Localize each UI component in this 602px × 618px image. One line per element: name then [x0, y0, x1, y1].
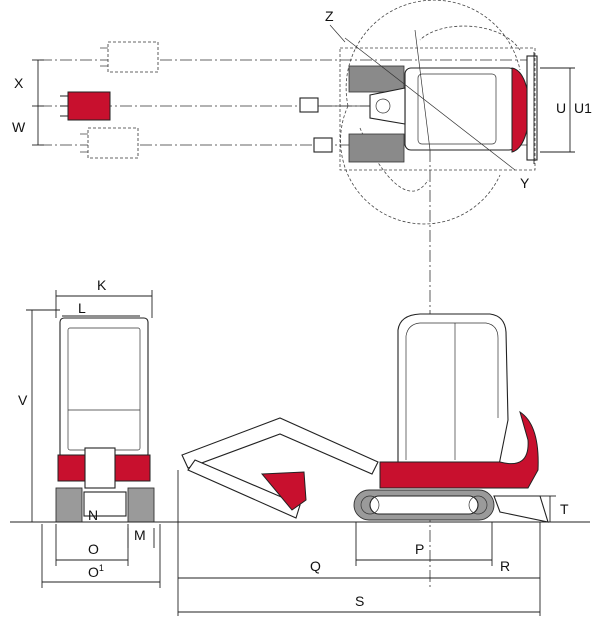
label-v: V — [18, 392, 28, 408]
swing-arc-bottom — [340, 105, 501, 225]
label-n: N — [88, 507, 98, 523]
z-leader — [329, 24, 346, 43]
front-cab — [59, 317, 149, 459]
label-r: R — [500, 558, 510, 574]
swing-line-vertical — [414, 29, 431, 151]
side-view — [177, 313, 556, 616]
front-view — [26, 290, 161, 588]
undercarriage-outline — [339, 47, 536, 171]
side-dozer-blade — [493, 495, 549, 523]
front-track-left — [55, 487, 83, 523]
label-u1: U1 — [574, 100, 592, 116]
front-boom-mount — [84, 447, 116, 489]
arm-swing-arc — [419, 25, 521, 51]
sprocket-wheel — [468, 495, 488, 515]
side-bucket — [260, 471, 307, 511]
label-z: Z — [325, 8, 334, 24]
track-right-top — [348, 133, 405, 163]
side-track-frame — [369, 495, 479, 515]
side-arm — [187, 459, 301, 519]
small-attachment-mid — [299, 97, 319, 113]
label-s: S — [355, 593, 364, 609]
label-w: W — [12, 119, 26, 135]
label-x: X — [14, 75, 24, 91]
bucket-lower-outline — [80, 127, 139, 159]
label-l: L — [78, 300, 86, 316]
dozer-blade-top — [526, 55, 538, 161]
side-cab-window — [405, 322, 499, 460]
side-cab — [397, 313, 509, 471]
track-left-top — [348, 65, 405, 93]
idler-wheel — [360, 495, 380, 515]
cab-roof — [417, 73, 497, 145]
swing-arc-top — [345, 0, 521, 107]
bucket-red-top — [60, 91, 111, 121]
small-attachment-low — [313, 137, 333, 153]
label-k: K — [97, 277, 107, 293]
side-boom — [181, 417, 379, 475]
label-u: U — [556, 100, 566, 116]
side-red-body — [379, 410, 539, 489]
label-t: T — [560, 501, 569, 517]
label-m: M — [134, 527, 146, 543]
label-y: Y — [520, 175, 530, 191]
label-o: O — [88, 541, 99, 557]
label-o1: O1 — [88, 563, 104, 580]
boom-top — [369, 87, 406, 125]
top-view — [32, 0, 575, 225]
front-undercarriage — [83, 491, 127, 517]
boom-pivot — [375, 98, 391, 114]
label-q: Q — [310, 558, 321, 574]
label-p: P — [415, 541, 424, 557]
swing-line-z — [344, 37, 516, 171]
bucket-upper-outline — [100, 41, 159, 73]
front-track-right — [127, 487, 155, 523]
